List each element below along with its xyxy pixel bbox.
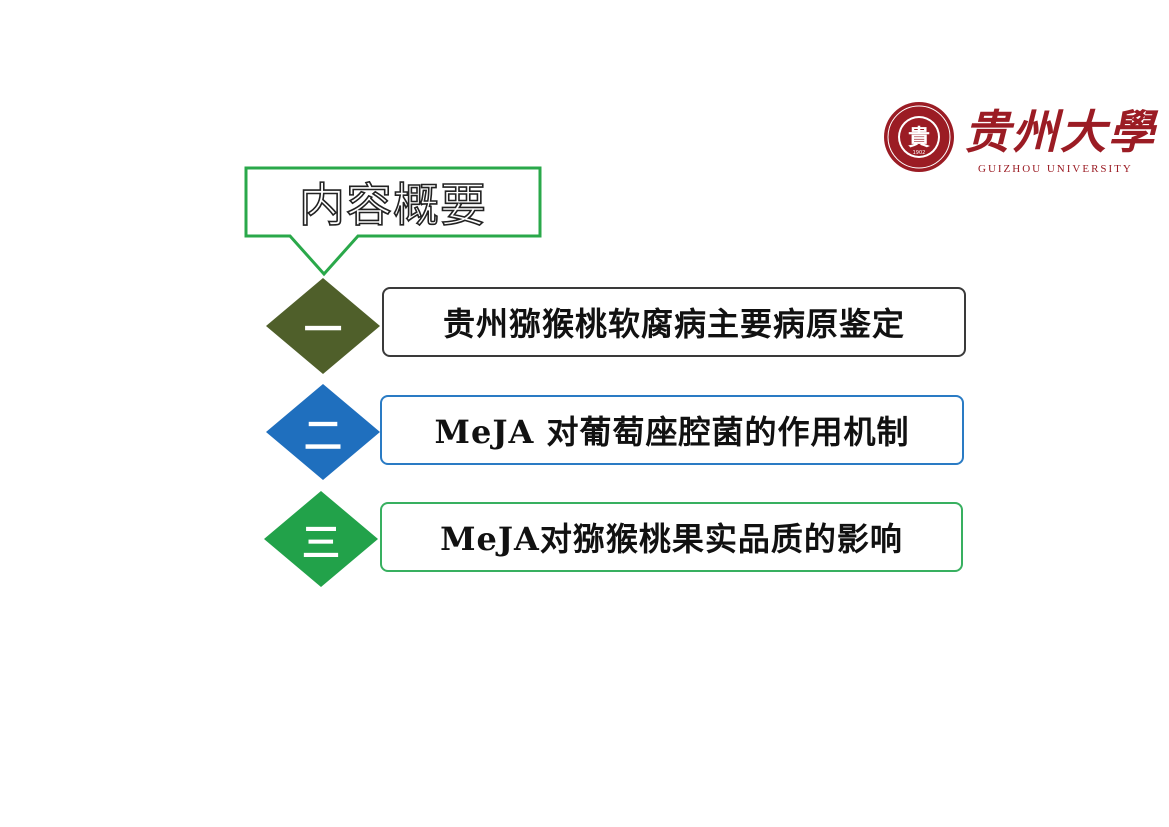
item-3-number: 三 bbox=[301, 520, 340, 565]
university-logo: 貴 1902 贵州大學 GUIZHOU UNIVERSITY bbox=[882, 96, 1154, 180]
item-1-box: 贵州猕猴桃软腐病主要病原鉴定 bbox=[382, 287, 966, 357]
item-2-number: 二 bbox=[303, 413, 342, 458]
university-name-cn: 贵州大學 bbox=[964, 105, 1156, 159]
item-1-number-diamond: 一 bbox=[266, 278, 380, 374]
university-name-en: GUIZHOU UNIVERSITY bbox=[978, 163, 1133, 175]
item-2-box: MeJA 对葡萄座腔菌的作用机制 bbox=[380, 395, 964, 465]
item-2-text: MeJA 对葡萄座腔菌的作用机制 bbox=[434, 413, 910, 451]
title-callout-box bbox=[244, 166, 542, 277]
item-3-text: MeJA对猕猴桃果实品质的影响 bbox=[440, 520, 903, 558]
university-seal-icon: 貴 1902 bbox=[884, 102, 954, 172]
item-3-number-diamond: 三 bbox=[264, 491, 378, 587]
item-1-number: 一 bbox=[303, 307, 342, 352]
item-1-text: 贵州猕猴桃软腐病主要病原鉴定 bbox=[442, 305, 905, 343]
item-3-box: MeJA对猕猴桃果实品质的影响 bbox=[380, 502, 963, 572]
page-title: 内容概要 bbox=[298, 177, 487, 233]
item-2-number-diamond: 二 bbox=[266, 384, 380, 480]
seal-year: 1902 bbox=[913, 150, 926, 156]
seal-character: 貴 bbox=[908, 125, 930, 151]
